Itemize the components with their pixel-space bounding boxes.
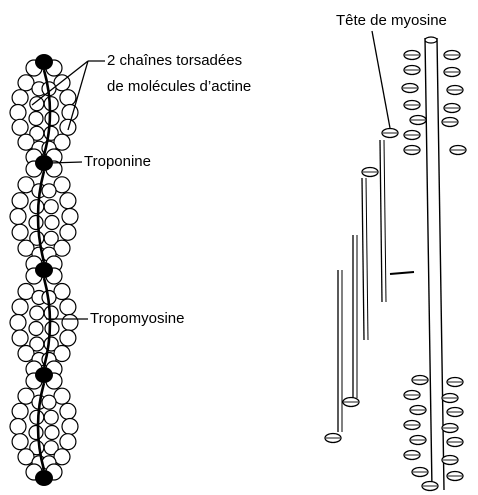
actin-bead [42, 395, 56, 409]
actin-bead [12, 193, 28, 209]
actin-bead [12, 299, 28, 315]
actin-bead [60, 434, 76, 450]
actin-bead [44, 200, 58, 214]
actin-bead [12, 224, 28, 240]
actin-bead [30, 306, 44, 320]
troponin-dot [35, 262, 53, 278]
actin-bead [62, 315, 78, 331]
troponin-dot [35, 470, 53, 486]
actin-bead [44, 410, 58, 424]
actin-bead [45, 112, 59, 126]
myosin-filament [325, 37, 466, 491]
actin-bead [12, 90, 28, 106]
arrow [390, 272, 414, 274]
actin-bead [62, 209, 78, 225]
troponin-label: Troponine [84, 153, 151, 171]
leader-line [372, 31, 390, 128]
actin-bead [45, 322, 59, 336]
myosin-head [425, 37, 437, 43]
actin-bead [60, 224, 76, 240]
actin-bead [10, 105, 26, 121]
myosin-tail [425, 38, 432, 490]
actin-bead [12, 403, 28, 419]
label-leader-lines [32, 31, 390, 319]
actin-chains-label-line2: de molécules d’actine [107, 78, 251, 96]
troponin-dot [35, 54, 53, 70]
actin-chains-label-line1: 2 chaînes torsadées [107, 52, 242, 70]
actin-bead [60, 119, 76, 135]
actin-bead [10, 315, 26, 331]
actin-bead [29, 426, 43, 440]
actin-filament [10, 54, 78, 486]
myosin-head-label: Tête de myosine [336, 12, 447, 30]
myosin-tail [437, 38, 444, 490]
actin-bead [29, 322, 43, 336]
actin-bead [60, 299, 76, 315]
actin-bead [60, 90, 76, 106]
actin-bead [29, 112, 43, 126]
myosin-tail [380, 140, 382, 302]
myosin-tail [384, 140, 386, 302]
actin-bead [30, 97, 44, 111]
actin-bead [45, 426, 59, 440]
troponin-dot [35, 367, 53, 383]
actin-bead [45, 216, 59, 230]
tropomyosin-label: Tropomyosine [90, 310, 184, 328]
actin-bead [60, 403, 76, 419]
myosin-tail [366, 178, 368, 340]
actin-bead [12, 434, 28, 450]
actin-bead [42, 184, 56, 198]
actin-bead [60, 330, 76, 346]
myosin-tail [362, 178, 364, 340]
actin-bead [12, 119, 28, 135]
actin-bead [10, 209, 26, 225]
actin-bead [10, 419, 26, 435]
actin-bead [29, 216, 43, 230]
actin-bead [60, 193, 76, 209]
actin-bead [12, 330, 28, 346]
actin-bead [62, 419, 78, 435]
actin-bead [62, 105, 78, 121]
